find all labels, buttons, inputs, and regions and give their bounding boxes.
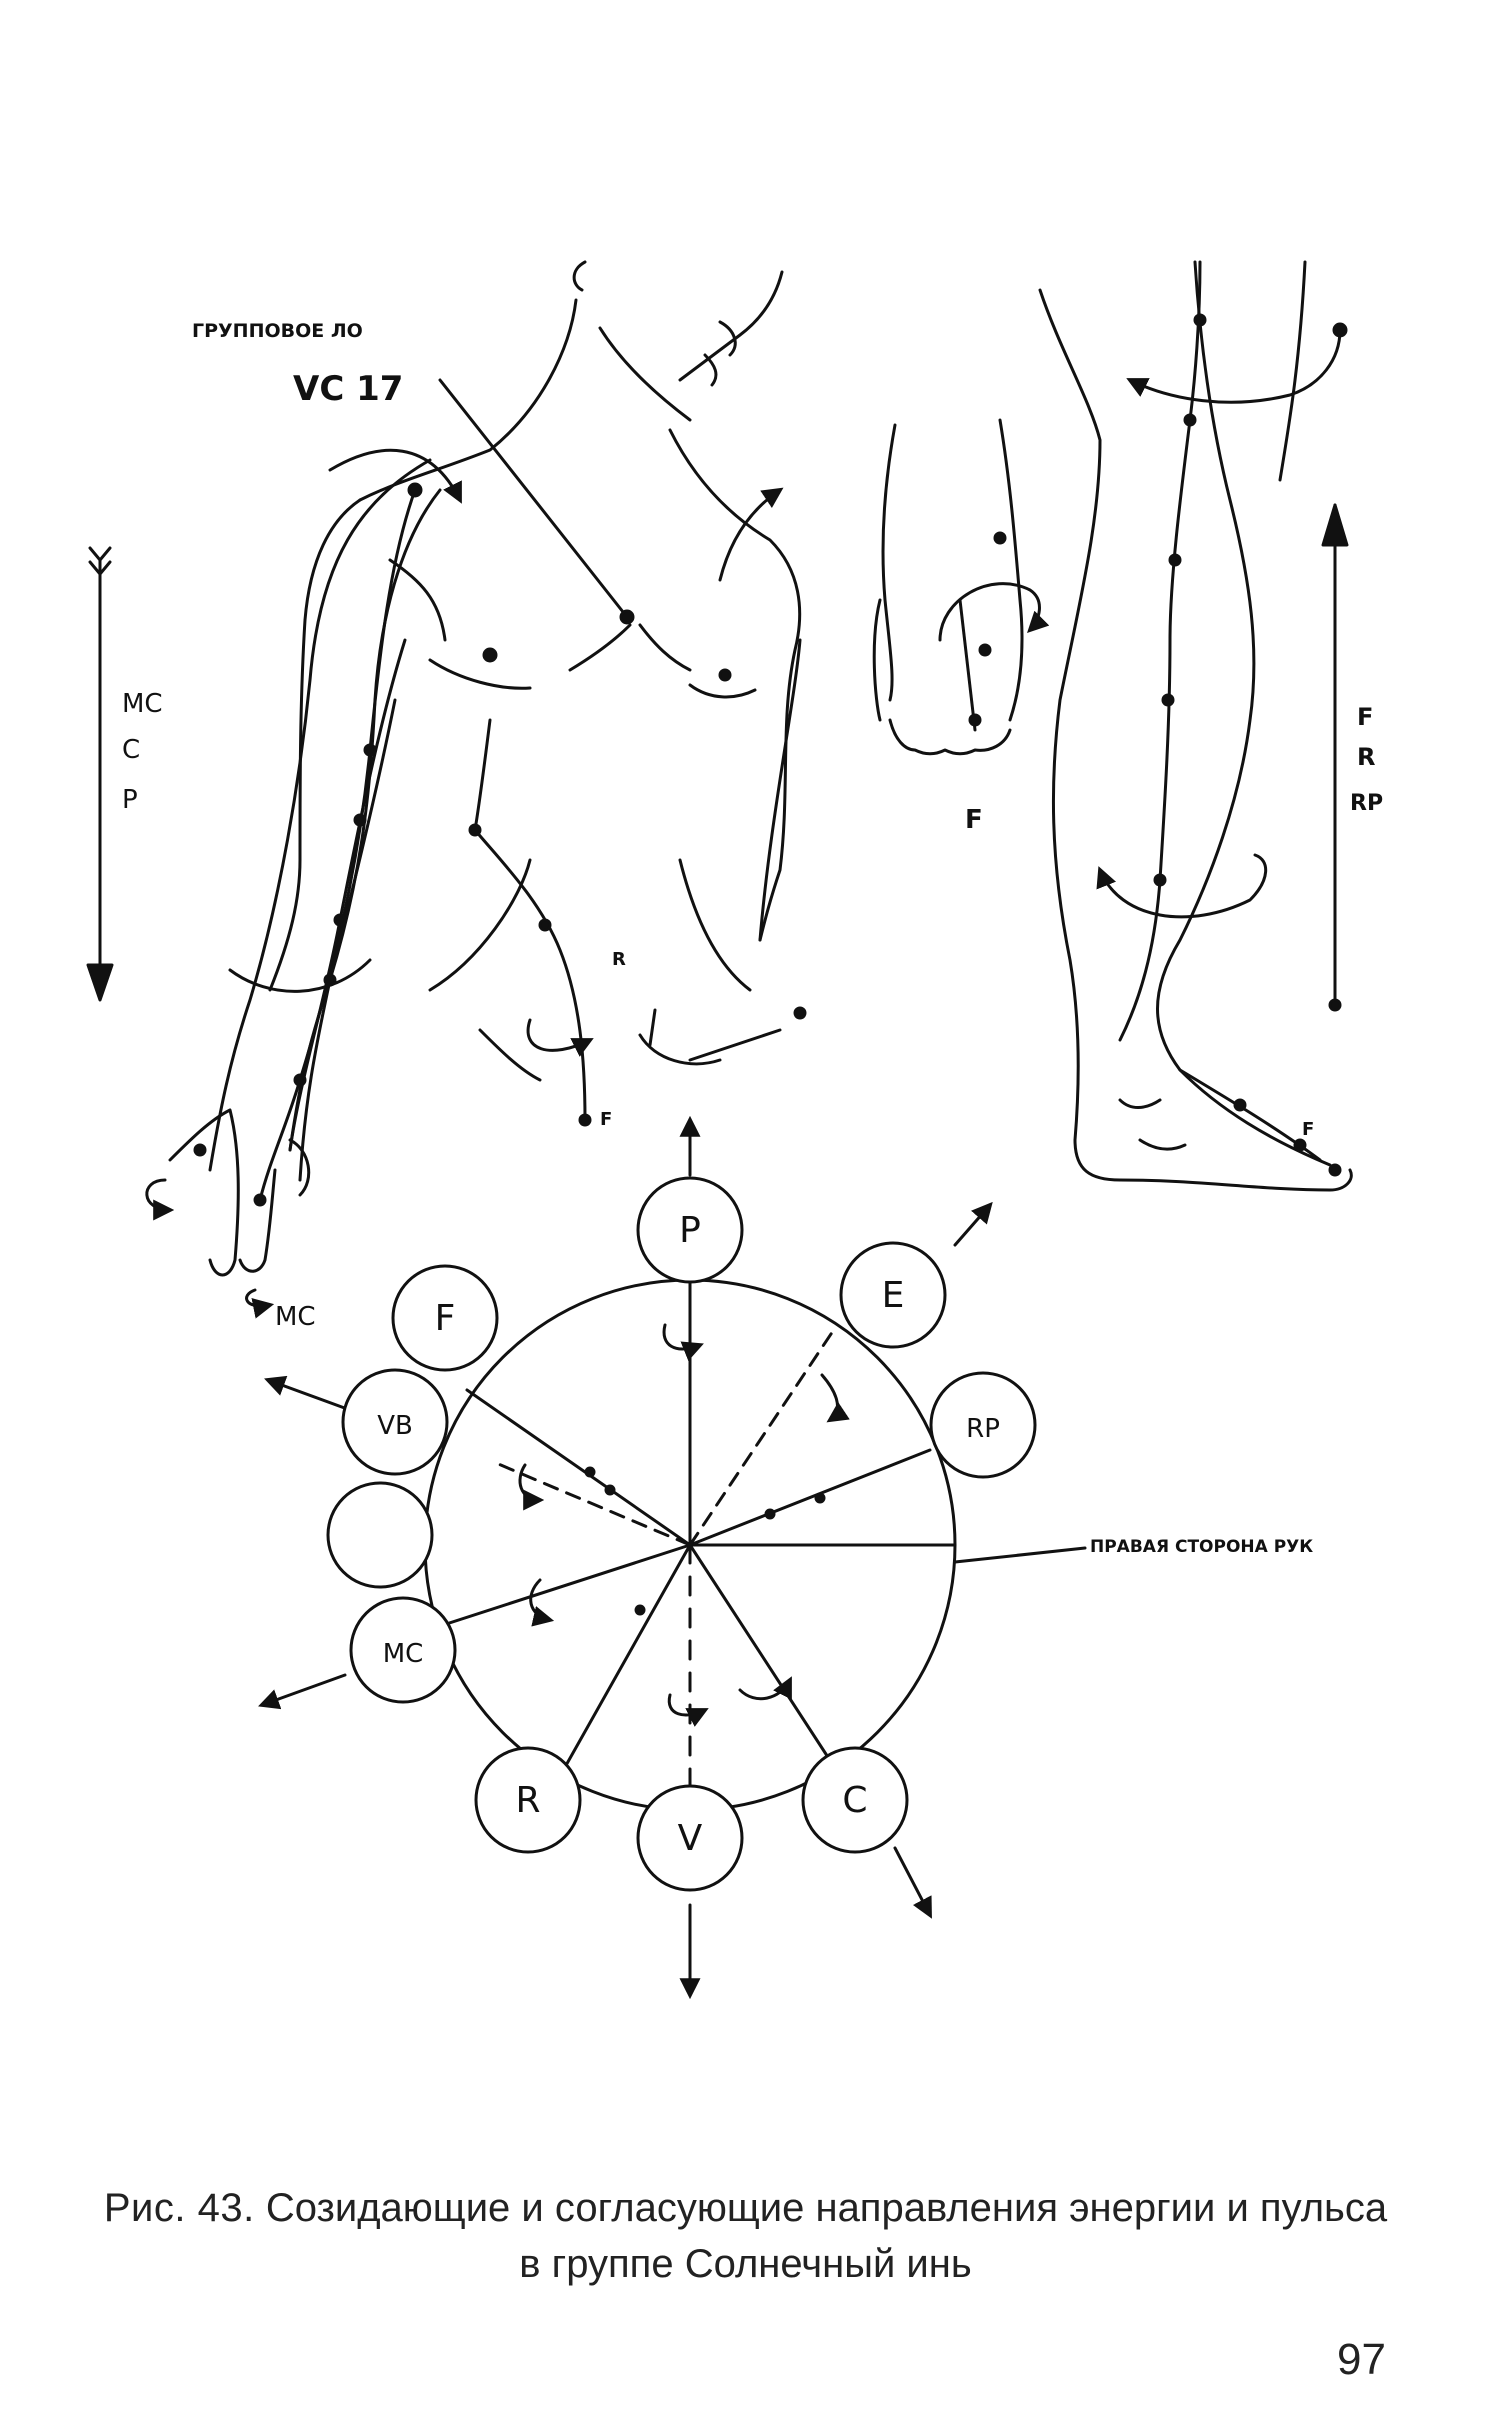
caption-line-1: Созидающие и согласующие направления эне… xyxy=(265,2186,1388,2230)
wheel-node-e xyxy=(839,1241,947,1349)
wheel-node-c xyxy=(801,1746,909,1854)
wheel-node-label: MC xyxy=(383,1639,424,1669)
wheel-node-rp xyxy=(929,1371,1037,1479)
wheel-node-label: P xyxy=(679,1210,701,1251)
leg-channel-rp: RP xyxy=(1350,791,1383,816)
leg-drawing xyxy=(1038,260,1353,1192)
caption-prefix: Рис. 43. xyxy=(103,2186,255,2230)
toe-label: F xyxy=(965,805,983,835)
wheel-node-mc xyxy=(349,1596,457,1704)
torso-drawing xyxy=(145,260,807,1319)
groin-label: R xyxy=(612,949,626,970)
wheel-node-v xyxy=(636,1784,744,1892)
wheel-node-empty xyxy=(326,1481,434,1589)
wheel-side-label: ПРАВАЯ СТОРОНА РУК xyxy=(1090,1537,1313,1557)
wheel-nodes: P E RP C V R MC VB F xyxy=(326,1176,1037,1892)
wheel-node-label: RP xyxy=(966,1414,1000,1444)
page-number: 97 xyxy=(1337,2335,1386,2384)
leg-channel-f: F xyxy=(1357,703,1373,731)
arm-direction-arrow xyxy=(86,546,114,1002)
arm-channel-c: C xyxy=(122,735,140,765)
foot-drawing xyxy=(872,418,1050,756)
caption-line-2: в группе Солнечный инь xyxy=(519,2242,972,2286)
thigh-label: F xyxy=(600,1109,612,1130)
wheel-node-vb xyxy=(341,1368,449,1476)
wheel-node-label: V xyxy=(678,1818,703,1859)
group-point-label: VC 17 xyxy=(293,369,403,409)
foot-label: F xyxy=(1302,1119,1314,1140)
wheel-node-label: C xyxy=(842,1780,867,1821)
wheel-node-r xyxy=(474,1746,582,1854)
wheel-node-label: VB xyxy=(377,1411,413,1441)
arm-channel-p: P xyxy=(122,785,138,815)
wheel-node-label: R xyxy=(515,1780,540,1821)
figure-caption: Рис. 43. Созидающие и согласующие направ… xyxy=(0,2180,1491,2292)
arm-channel-mc: MC xyxy=(122,689,163,719)
wheel-node-f xyxy=(391,1264,499,1372)
leg-channel-r: R xyxy=(1357,743,1375,771)
group-point-note: ГРУППОВОЕ ЛО xyxy=(192,320,363,342)
hand-label: MC xyxy=(275,1302,316,1332)
wheel-node-label: F xyxy=(435,1298,456,1339)
wheel-node-p xyxy=(636,1176,744,1284)
wheel-node-label: E xyxy=(882,1275,905,1316)
